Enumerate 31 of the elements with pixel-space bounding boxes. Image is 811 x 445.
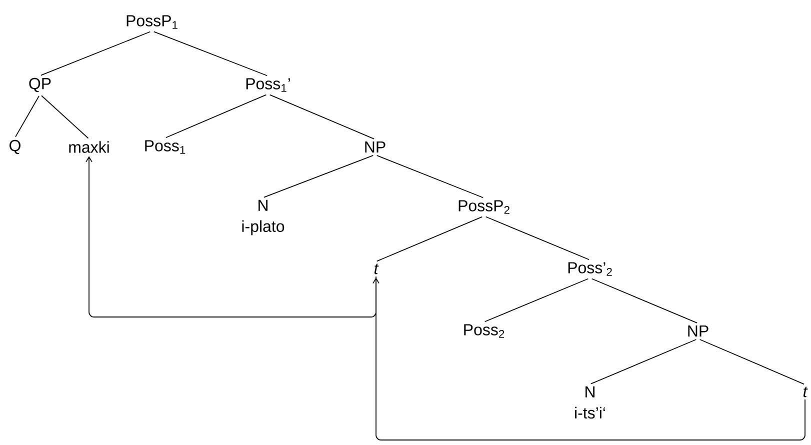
branch-line xyxy=(41,95,89,139)
tree-node-label: Q xyxy=(10,140,20,154)
branch-line xyxy=(40,31,151,76)
branch-line xyxy=(165,94,267,138)
tree-node-label: NP xyxy=(365,142,386,152)
movement-arrow xyxy=(372,277,806,440)
movement-arrow xyxy=(86,156,376,318)
tree-node-label: PossP$_{2}$ xyxy=(458,200,510,214)
tree-node-label: QP xyxy=(29,78,51,92)
tree-node-label: N i-ts’i‘ xyxy=(575,386,605,419)
tree-node-label: Poss$_{2}$ xyxy=(464,324,504,338)
tree-node-label: NP xyxy=(688,326,708,336)
branch-line xyxy=(591,278,698,324)
branch-line xyxy=(484,278,589,322)
tree-node-label: Poss$_{1}$ xyxy=(145,140,186,154)
branch-line xyxy=(485,216,590,260)
branch-line xyxy=(590,339,697,384)
branch-line xyxy=(153,31,268,76)
branch-line xyxy=(269,94,375,140)
tree-node-label: Poss$_{1}$’ xyxy=(246,78,290,92)
tree-node-label: PossP$_{1}$ xyxy=(126,15,178,29)
tree-node-label: Poss’$_{2}$ xyxy=(568,262,612,276)
tree-node-label: maxki xyxy=(69,141,109,153)
tree-node-label: N i-plato xyxy=(242,200,284,236)
branch-line xyxy=(15,96,40,138)
branch-line xyxy=(699,339,805,385)
tree-node-label: t xyxy=(804,386,808,398)
branch-line xyxy=(263,154,374,198)
branch-line xyxy=(376,155,484,198)
tree-node-label: t xyxy=(374,264,379,274)
branch-line xyxy=(376,216,483,262)
